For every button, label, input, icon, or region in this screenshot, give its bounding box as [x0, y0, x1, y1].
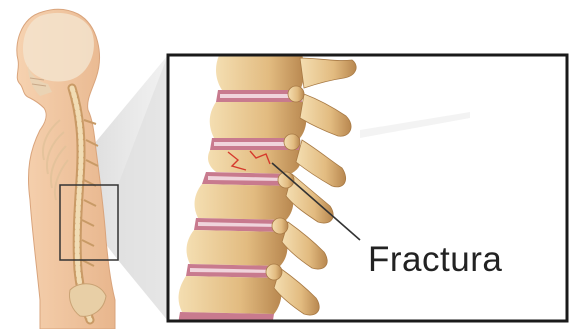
magnified-spine-inset: [168, 50, 567, 326]
fracture-callout-label: Fractura: [368, 240, 502, 280]
